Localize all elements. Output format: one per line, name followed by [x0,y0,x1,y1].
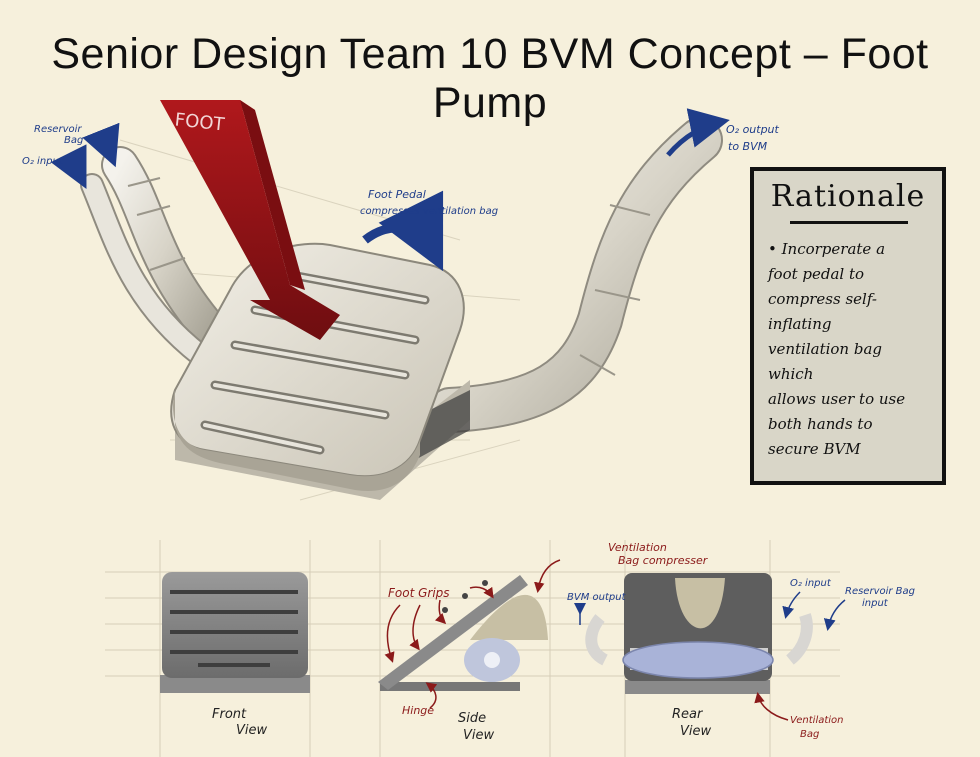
rear-view: BVM output O₂ input Reservoir Bag input … [567,573,915,740]
reservoir-input-label-2: input [862,598,889,609]
o2-output-arrow [666,108,730,157]
reservoir-arrow [82,122,120,168]
page-title: Senior Design Team 10 BVM Concept – Foot… [51,30,929,127]
bvm-output-label: BVM output [567,592,627,603]
pedal-note: Foot Pedal [368,188,426,201]
reservoir-label-bag: Bag [64,135,83,146]
foot-pedal [170,242,470,500]
o2-output-label: O₂ output [726,123,780,136]
o2-input-rear-label: O₂ input [790,578,832,589]
output-tube [427,117,723,433]
reservoir-label: Reservoir [34,124,82,135]
rationale-heading: Rationale [770,179,926,214]
reservoir-input-label: Reservoir Bag [845,586,915,597]
side-view-label-2: View [463,728,495,743]
rationale-box: Rationale • Incorperate a foot pedal to … [750,167,946,485]
compress-arrow [362,190,444,272]
input-tubes [80,146,229,367]
rear-view-label: Rear [672,707,704,722]
foot-arrow: FOOT [160,100,340,340]
vent-bag-label: Ventilation [790,715,844,726]
hinge-label: Hinge [402,704,434,717]
front-view: Front View [160,572,310,738]
front-view-label: Front [212,707,247,722]
o2-output-label-bvm: to BVM [728,140,768,153]
pedal-note-2: compresses ventilation bag [360,206,498,217]
o2-input-arrow [50,144,87,189]
vent-compresser-label-2: Bag compresser [618,554,709,567]
rear-view-label-2: View [680,724,712,739]
side-view: Foot Grips Hinge Side View [378,559,561,743]
o2-input-label: O₂ input [22,156,64,167]
rationale-underline [790,221,908,224]
side-view-label: Side [458,711,486,726]
front-view-label-2: View [236,723,268,738]
rationale-body: • Incorperate a foot pedal to compress s… [768,240,906,458]
vent-compresser-label: Ventilation [608,541,667,554]
foot-grips-label: Foot Grips [388,586,450,600]
vent-bag-label-2: Bag [800,729,819,740]
